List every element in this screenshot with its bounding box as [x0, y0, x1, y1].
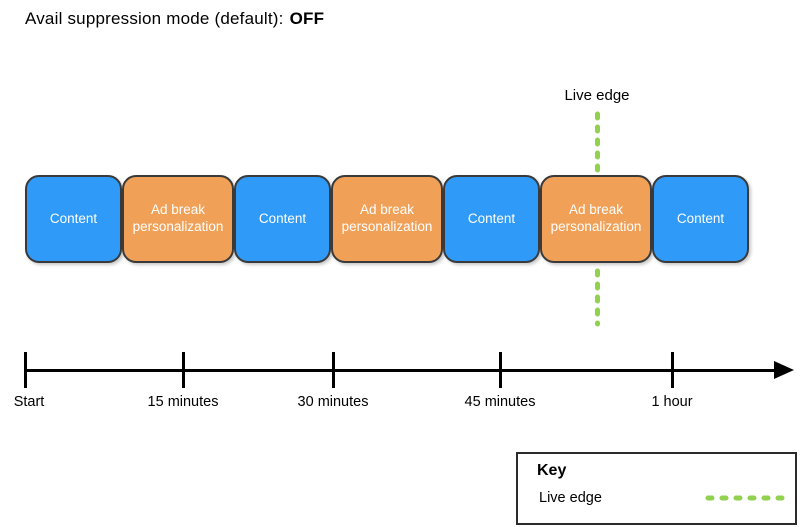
legend-box: Key Live edge — [516, 452, 797, 525]
live-edge-dashed-line-top — [595, 111, 600, 176]
axis-tick-label: 15 minutes — [147, 394, 219, 410]
ad-break-block: Ad break personalization — [540, 175, 652, 263]
content-block: Content — [234, 175, 331, 263]
timeline-arrowhead-icon — [774, 361, 794, 379]
axis-tick — [332, 352, 335, 388]
axis-tick — [182, 352, 185, 388]
live-edge-dash-swatch — [705, 495, 795, 501]
axis-tick-label: 45 minutes — [464, 394, 536, 410]
axis-tick-label: 30 minutes — [297, 394, 369, 410]
ad-break-block: Ad break personalization — [331, 175, 443, 263]
axis-tick — [499, 352, 502, 388]
live-edge-label: Live edge — [564, 87, 630, 104]
axis-tick — [671, 352, 674, 388]
axis-tick — [24, 352, 27, 388]
title-text: Avail suppression mode (default): — [25, 9, 284, 28]
page-title: Avail suppression mode (default): OFF — [25, 9, 324, 29]
live-edge-dashed-line-bottom — [595, 268, 600, 327]
content-block: Content — [652, 175, 749, 263]
title-value: OFF — [289, 9, 325, 28]
legend-item-live-edge: Live edge — [539, 490, 602, 506]
content-block: Content — [443, 175, 540, 263]
legend-title: Key — [537, 462, 567, 479]
content-block: Content — [25, 175, 122, 263]
timeline-axis — [25, 369, 777, 372]
ad-break-block: Ad break personalization — [122, 175, 234, 263]
axis-tick-label: 1 hour — [651, 394, 693, 410]
axis-tick-label: Start — [13, 394, 45, 410]
timeline-block-row: Content Ad break personalization Content… — [25, 175, 749, 263]
